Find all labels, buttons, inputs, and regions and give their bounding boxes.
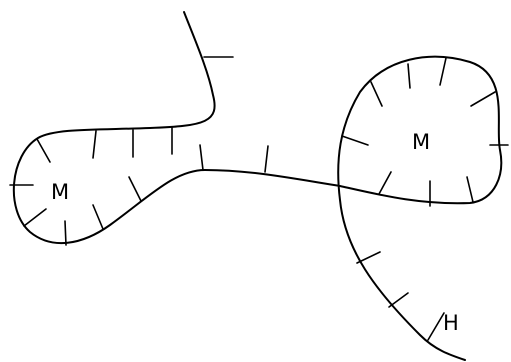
tick — [389, 293, 408, 307]
tick — [357, 252, 380, 263]
left-low-contour — [14, 12, 501, 360]
tick — [428, 313, 444, 340]
tick — [129, 177, 141, 201]
tick — [440, 58, 446, 85]
low-pressure-label-left: M — [51, 180, 69, 204]
tick — [379, 172, 391, 194]
tick — [37, 139, 50, 162]
tick — [265, 146, 268, 172]
tick — [408, 64, 410, 88]
tick — [200, 145, 203, 170]
tick — [471, 92, 495, 106]
tick — [65, 221, 66, 245]
tick — [467, 177, 473, 202]
tick — [371, 82, 382, 106]
tick — [93, 131, 96, 158]
tick — [24, 209, 46, 226]
tick — [342, 136, 368, 145]
high-pressure-label: H — [443, 311, 459, 335]
low-pressure-label-right: M — [412, 130, 430, 154]
tick — [93, 205, 103, 229]
